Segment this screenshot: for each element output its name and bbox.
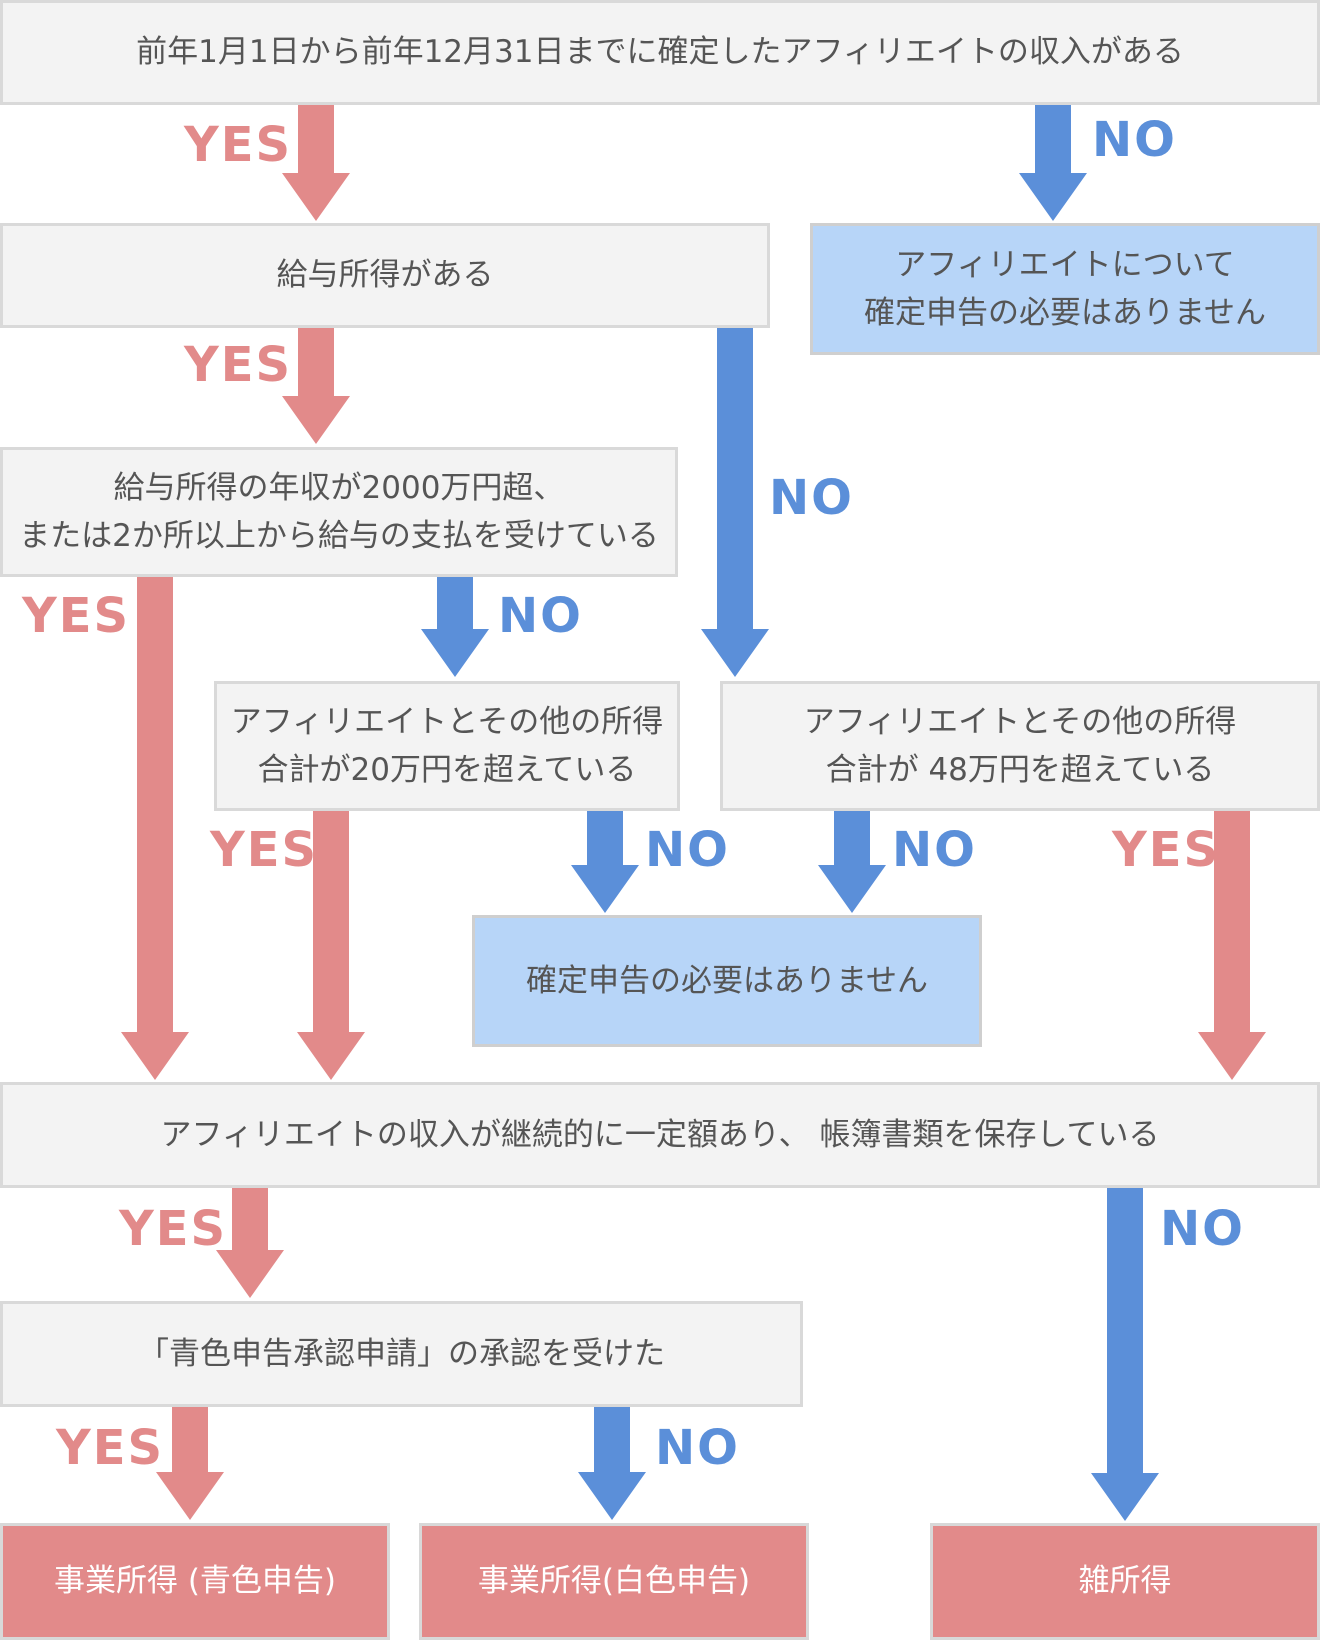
node-text-line: 給与所得の年収が2000万円超、 [113,469,565,506]
node-text-line: アフィリエイトとその他の所得 [803,703,1237,740]
node-result-business-white: 事業所得(白色申告) [419,1523,809,1640]
edge-label-yes: YES [1112,822,1221,878]
yes-arrow [156,1407,224,1520]
node-text-line: アフィリエイトの収入が継続的に一定額あり、 帳簿書類を保存している [160,1116,1160,1153]
node-text-line: 事業所得(白色申告) [477,1563,751,1600]
edge-label-yes: YES [56,1420,165,1476]
no-arrow [578,1407,646,1520]
node-text-line: 前年1月1日から前年12月31日までに確定したアフィリエイトの収入がある [136,34,1184,71]
node-result-misc-income: 雑所得 [930,1523,1320,1640]
node-text-line: 合計が 48万円を超えている [825,752,1215,788]
edge-label-no: NO [892,822,977,878]
node-text-line: 確定申告の必要はありません [525,962,929,999]
node-text-line: 給与所得がある [276,257,494,294]
node-salary-over-question: 給与所得の年収が2000万円超、 または2か所以上から給与の支払を受けている [0,447,678,577]
node-text-line: または2か所以上から給与の支払を受けている [19,518,659,554]
no-arrow [818,811,886,913]
node-other-income-48-question: アフィリエイトとその他の所得 合計が 48万円を超えている [720,681,1320,811]
edge-label-yes: YES [119,1201,228,1257]
node-continuous-income-question: アフィリエイトの収入が継続的に一定額あり、 帳簿書類を保存している [0,1082,1320,1188]
node-result-business-blue: 事業所得 (青色申告) [0,1523,390,1640]
edge-label-yes: YES [184,337,293,393]
edge-label-no: NO [1160,1201,1245,1257]
node-text-line: 合計が20万円を超えている [257,752,637,788]
node-other-income-20-question: アフィリエイトとその他の所得 合計が20万円を超えている [214,681,680,811]
yes-arrow [282,105,350,221]
node-text-line: アフィリエイトとその他の所得 [230,703,664,740]
edge-label-no: NO [655,1420,740,1476]
no-arrow [1019,105,1087,221]
edge-label-no: NO [769,470,854,526]
yes-arrow [282,328,350,444]
edge-label-no: NO [645,822,730,878]
edge-label-no: NO [1092,112,1177,168]
no-arrow [571,811,639,913]
edge-label-yes: YES [22,588,131,644]
yes-arrow [1198,811,1266,1080]
edge-label-yes: YES [210,822,319,878]
yes-arrow [121,577,189,1080]
node-blue-approval-question: 「青色申告承認申請」の承認を受けた [0,1301,803,1407]
node-text-line: 雑所得 [1078,1563,1172,1600]
node-text-line: 事業所得 (青色申告) [53,1563,337,1600]
node-salary-question: 給与所得がある [0,223,770,328]
node-text-line: アフィリエイトについて [895,246,1235,283]
node-text-line: 「青色申告承認申請」の承認を受けた [138,1335,665,1372]
no-arrow [421,577,489,677]
yes-arrow [216,1188,284,1298]
yes-arrow [297,811,365,1080]
edge-label-yes: YES [184,117,293,173]
no-arrow [701,328,769,677]
node-text-line: 確定申告の必要はありません [863,295,1267,331]
node-no-filing: 確定申告の必要はありません [472,915,982,1047]
node-affiliate-income-question: 前年1月1日から前年12月31日までに確定したアフィリエイトの収入がある [0,0,1320,105]
node-no-filing-affiliate: アフィリエイトについて 確定申告の必要はありません [810,223,1320,355]
no-arrow [1091,1188,1159,1521]
edge-label-no: NO [498,588,583,644]
